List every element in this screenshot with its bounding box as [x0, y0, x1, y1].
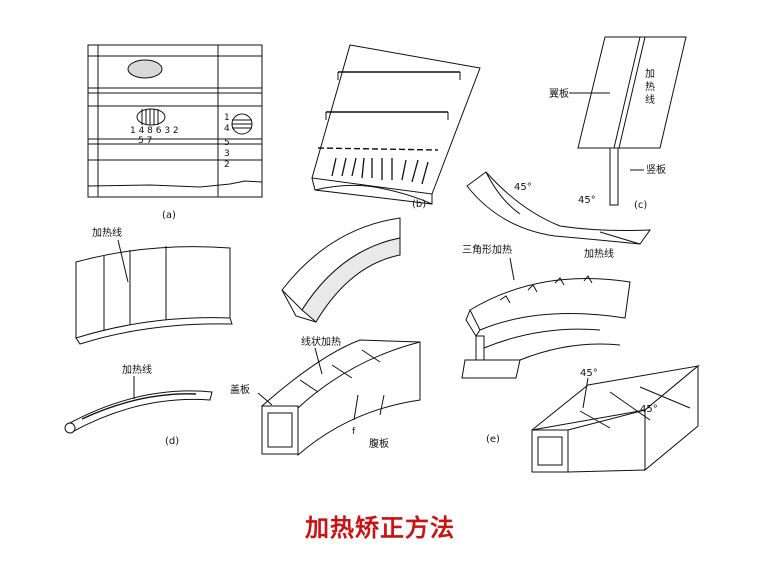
figure-e-beam: 三角形加热 加热线 — [461, 243, 631, 379]
angle-label: 45° — [578, 195, 596, 206]
figure-box-girder: 线状加热 盖板 腹板 f — [230, 335, 421, 457]
heating-spot — [136, 108, 166, 126]
angle-label: 45° — [640, 404, 658, 415]
vertical-plate-label: 竖板 — [646, 163, 666, 176]
figure-c: 翼板 加 热 线 竖板 45° 45° (c) — [466, 36, 687, 245]
figure-b: (b) — [311, 44, 481, 210]
angle-label: 45° — [580, 368, 598, 379]
caption-b: (b) — [412, 199, 426, 210]
bulge-spot — [127, 59, 163, 79]
cover-plate-label: 盖板 — [230, 383, 250, 396]
figure-curved-channel — [281, 217, 401, 323]
heat-line-vertical-label: 热 — [645, 80, 655, 93]
f-mark: f — [352, 427, 356, 437]
caption-d: (d) — [165, 436, 179, 447]
caption-a: (a) — [162, 210, 176, 221]
figure-d-plate: 加热线 — [75, 226, 233, 345]
heating-arrows — [331, 157, 429, 185]
web-plate-label: 腹板 — [369, 437, 389, 450]
a-side-label: 1 — [224, 113, 230, 123]
a-number-row: 1 4 8 6 3 2 — [130, 126, 179, 136]
heat-line-vertical-label: 加 — [645, 68, 655, 80]
a-side-label: 3 — [224, 149, 230, 159]
a-side-label: 4 — [224, 124, 230, 134]
figure-a: 1 4 8 6 3 2 5 7 1 4 5 3 2 (a) — [87, 44, 263, 221]
figure-e-box: 45° 45° (e) — [486, 364, 700, 473]
angle-label: 45° — [514, 182, 532, 193]
a-side-label: 5 — [224, 138, 230, 148]
wing-plate-label: 翼板 — [549, 87, 569, 100]
a-side-label: 2 — [224, 160, 230, 170]
linear-heat-label: 线状加热 — [301, 335, 341, 348]
triangle-heat-label: 三角形加热 — [462, 243, 512, 256]
heat-line-label: 加热线 — [92, 226, 122, 239]
figure-d-rod: 加热线 (d) — [64, 363, 213, 447]
a-number-row2: 5 7 — [138, 136, 152, 146]
heat-line-label: 加热线 — [122, 363, 152, 376]
caption-c: (c) — [634, 200, 647, 211]
caption-e: (e) — [486, 434, 500, 445]
heat-line-label: 加热线 — [584, 247, 614, 260]
heat-line-vertical-label: 线 — [645, 93, 655, 106]
page-title: 加热矫正方法 — [305, 514, 455, 542]
